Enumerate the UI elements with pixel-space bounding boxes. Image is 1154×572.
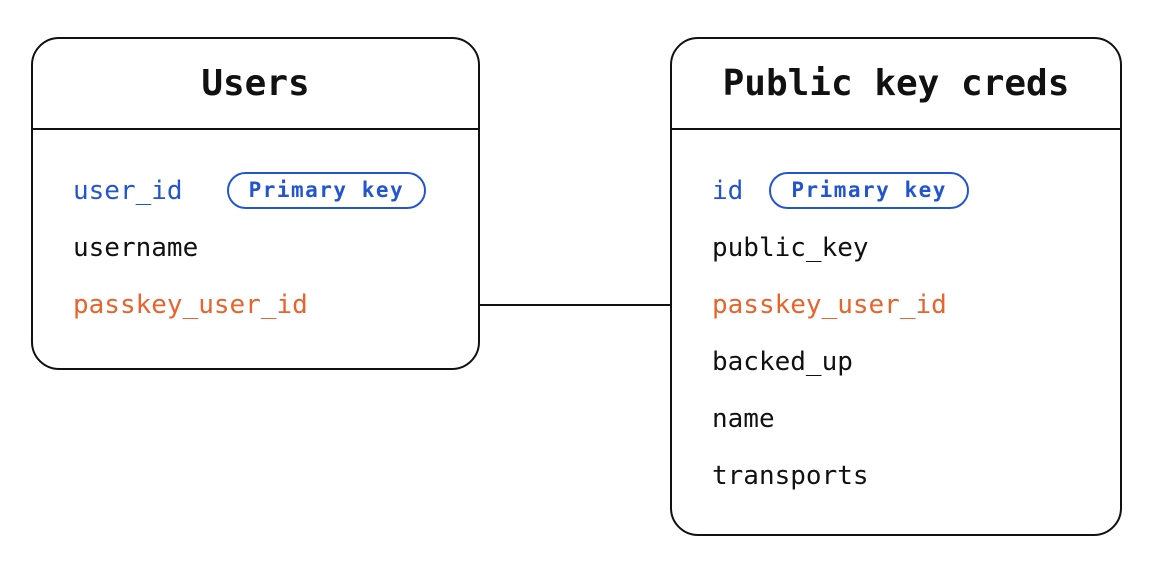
field-name-user-id: user_id [73, 175, 183, 206]
field-name-name: name [712, 403, 775, 434]
field-name-passkey-user-id: passkey_user_id [712, 289, 947, 320]
field-row-user-id: user_id Primary key [73, 162, 478, 219]
table-public-key-creds: Public key creds id Primary key public_k… [670, 37, 1122, 536]
field-row-transports: transports [712, 447, 1120, 504]
field-name-passkey-user-id: passkey_user_id [73, 289, 308, 320]
field-row-passkey-user-id: passkey_user_id [712, 276, 1120, 333]
primary-key-badge: Primary key [769, 172, 969, 209]
table-users-title: Users [33, 39, 478, 130]
field-name-username: username [73, 232, 199, 263]
primary-key-badge: Primary key [226, 172, 427, 209]
field-row-name: name [712, 390, 1120, 447]
field-name-transports: transports [712, 460, 869, 491]
field-name-id: id [712, 175, 744, 206]
table-public-key-creds-body: id Primary key public_key passkey_user_i… [672, 130, 1120, 504]
table-public-key-creds-title: Public key creds [672, 39, 1120, 130]
relationship-line [480, 304, 670, 306]
field-row-username: username [73, 219, 478, 276]
field-row-backed-up: backed_up [712, 333, 1120, 390]
field-row-id: id Primary key [712, 162, 1120, 219]
field-name-public-key: public_key [712, 232, 869, 263]
table-users-body: user_id Primary key username passkey_use… [33, 130, 478, 333]
field-row-public-key: public_key [712, 219, 1120, 276]
table-users: Users user_id Primary key username passk… [31, 37, 480, 370]
field-row-passkey-user-id: passkey_user_id [73, 276, 478, 333]
field-name-backed-up: backed_up [712, 346, 853, 377]
